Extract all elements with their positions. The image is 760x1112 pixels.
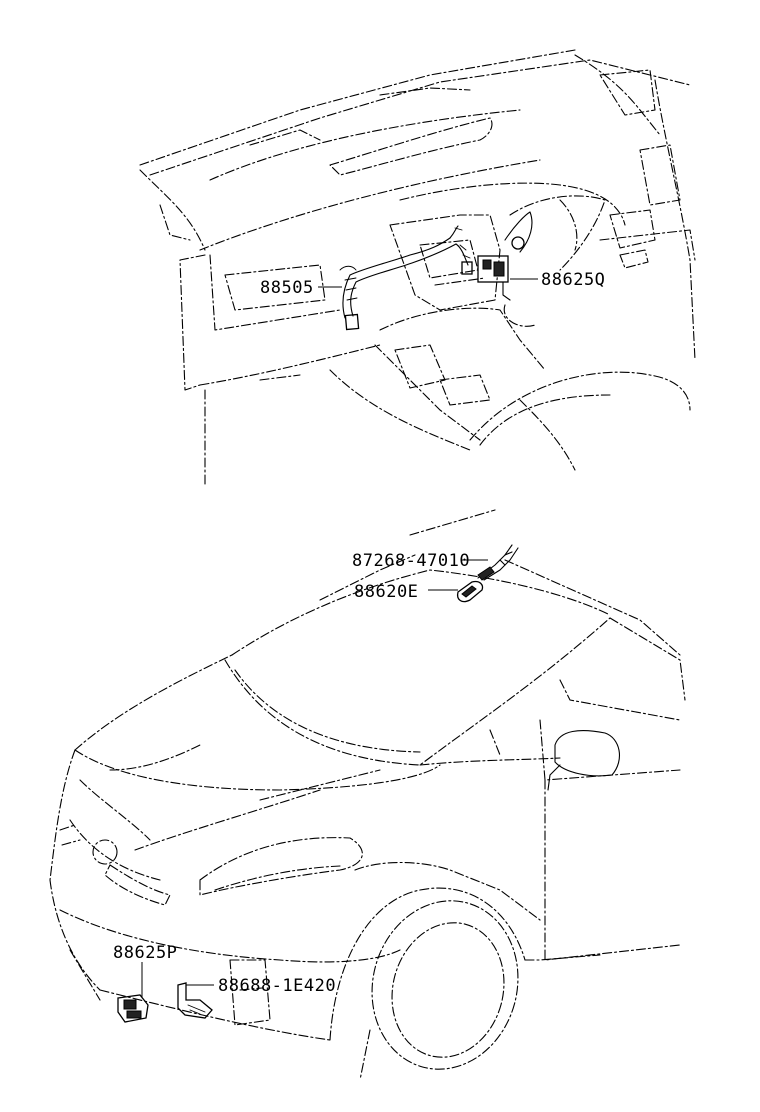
label-88688-1E420: 88688-1E420 <box>218 976 336 996</box>
label-88625P: 88625P <box>113 943 177 963</box>
label-87268-47010: 87268-47010 <box>352 551 470 571</box>
part-labels: 88505 88625Q 87268-47010 88620E 88625P 8… <box>113 270 605 996</box>
leader-lines <box>141 278 538 998</box>
label-88625Q: 88625Q <box>541 270 605 290</box>
dashboard-illustration <box>139 49 696 486</box>
label-88505: 88505 <box>260 278 314 298</box>
car-illustration <box>49 509 686 1081</box>
label-88620E: 88620E <box>354 582 418 602</box>
